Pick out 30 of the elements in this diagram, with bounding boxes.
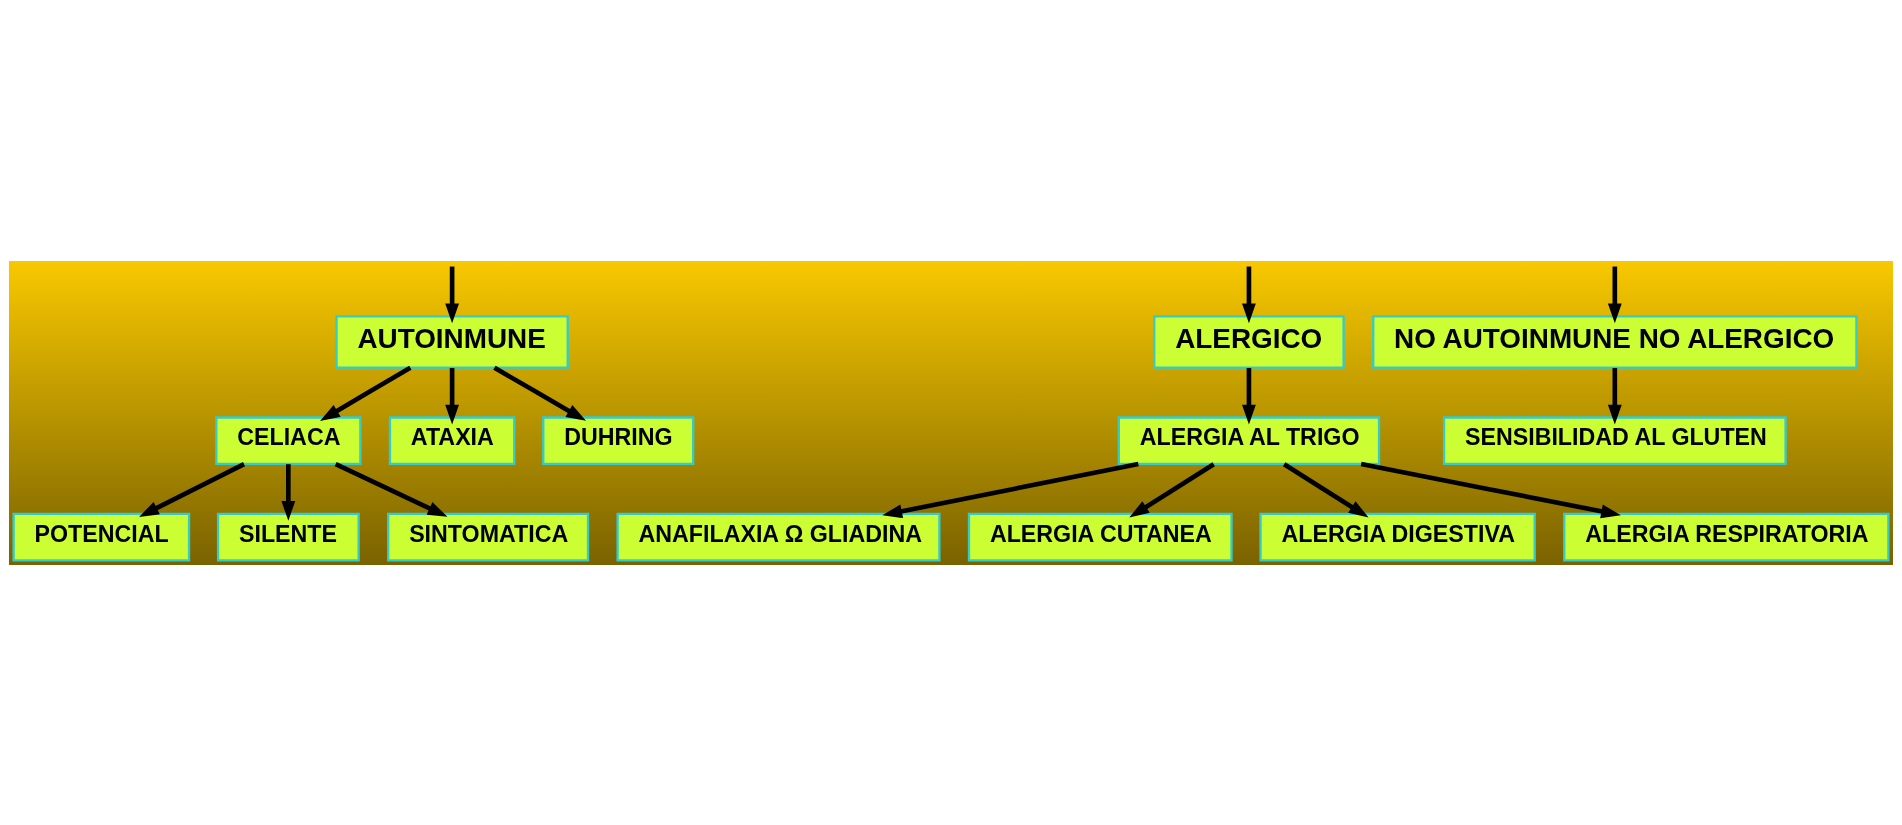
node-box: SINTOMATICA	[387, 512, 590, 561]
node-box: AUTOINMUNE	[335, 314, 569, 369]
node-box: ALERGIA CUTANEA	[967, 512, 1233, 561]
node-box: NO AUTOINMUNE NO ALERGICO	[1372, 314, 1858, 369]
node-box: SILENTE	[216, 512, 360, 561]
arrow	[1607, 266, 1622, 323]
arrow	[320, 365, 412, 421]
arrow	[1607, 367, 1622, 424]
arrow	[1282, 461, 1369, 518]
node-box: ANAFILAXIA Ω GLIADINA	[616, 512, 941, 561]
arrow	[334, 461, 448, 517]
node-box: DUHRING	[542, 415, 695, 465]
arrow	[1129, 461, 1215, 518]
node-box: SENSIBILIDAD AL GLUTEN	[1442, 415, 1787, 465]
arrow	[1242, 367, 1256, 424]
arrow	[445, 266, 460, 323]
node-box: ALERGIA AL TRIGO	[1117, 415, 1381, 465]
node-box: ALERGIA RESPIRATORIA	[1563, 512, 1890, 561]
node-box: ALERGICO	[1153, 314, 1345, 369]
arrow	[281, 463, 296, 521]
arrow	[882, 461, 1139, 518]
node-box: POTENCIAL	[12, 512, 191, 561]
node-box: ATAXIA	[388, 415, 516, 465]
arrow	[445, 367, 460, 424]
node-box: ALERGIA DIGESTIVA	[1259, 512, 1536, 561]
arrow	[139, 461, 246, 517]
arrow	[1360, 461, 1621, 518]
arrow	[1242, 266, 1256, 323]
node-box: CELIACA	[215, 415, 362, 465]
arrow	[493, 365, 586, 421]
